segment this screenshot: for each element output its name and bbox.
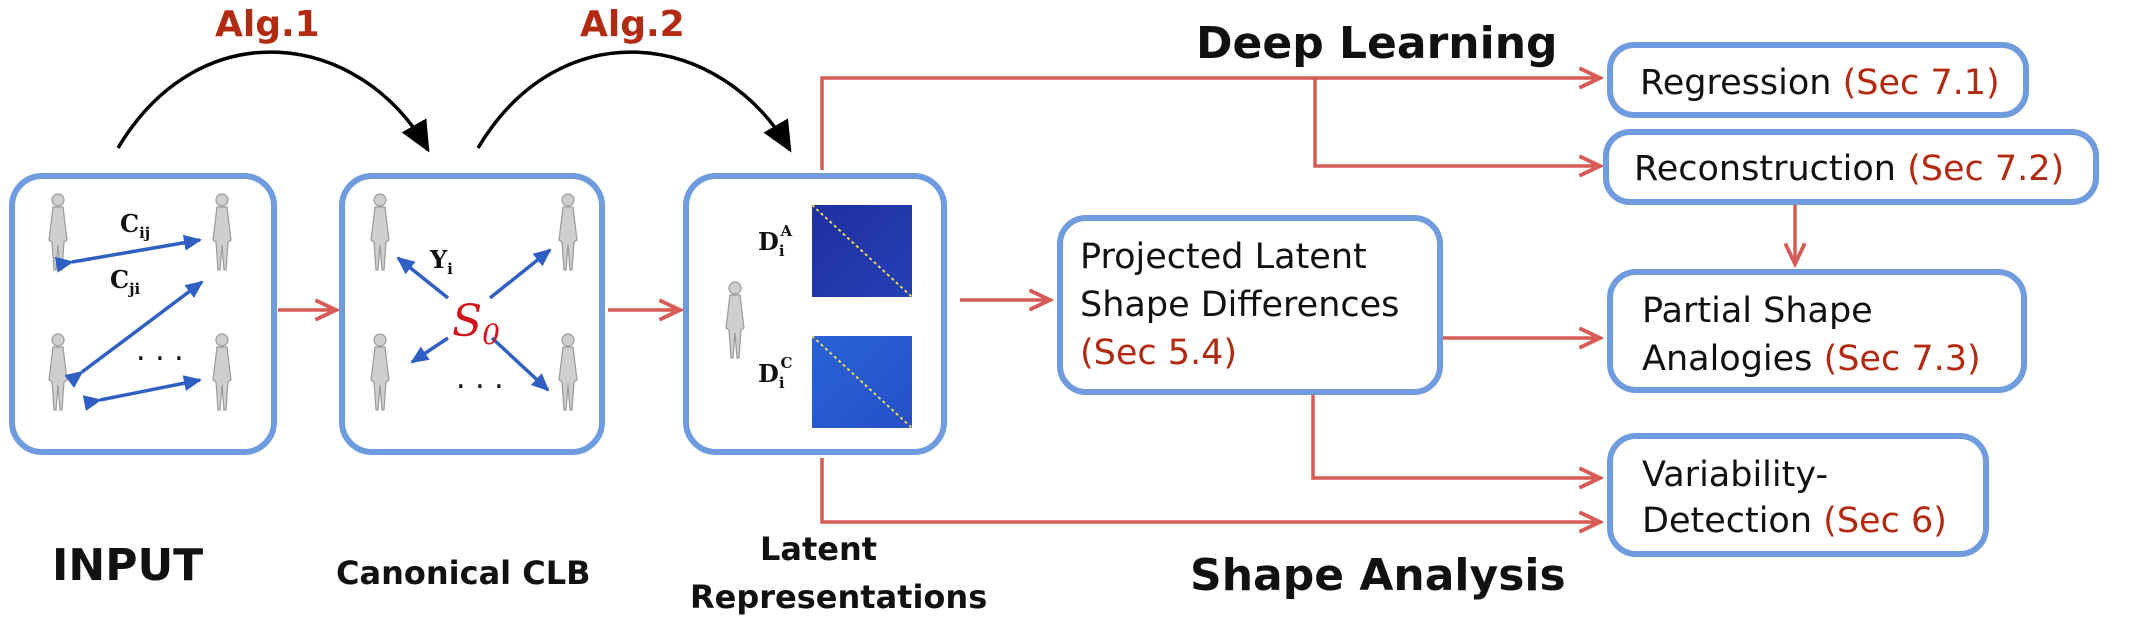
c-ij-arrow: [54, 234, 202, 273]
variability-line1: Variability-: [1642, 455, 1828, 495]
alg2-arc: [476, 50, 792, 153]
arrow-latent-to-regression: [820, 78, 1600, 170]
arrow-up-right: [488, 248, 552, 300]
canonical-caption: Canonical CLB: [336, 554, 591, 592]
projected-line1: Projected Latent: [1080, 237, 1367, 277]
c-ji-label: Cji: [110, 265, 141, 298]
input-ellipsis: . . .: [136, 333, 184, 368]
d-a-label: DiA: [758, 222, 793, 260]
variability-line2: Detection (Sec 6): [1642, 501, 1947, 541]
shape-analysis-heading: Shape Analysis: [1190, 550, 1566, 601]
reconstruction-text: Reconstruction (Sec 7.2): [1634, 149, 2064, 189]
y-i-label: Yi: [429, 245, 453, 278]
c-bottom-arrow: [82, 375, 202, 411]
latent-caption-line2: Representations: [690, 578, 987, 616]
y-arrow-up-left: [396, 256, 450, 300]
deep-learning-heading: Deep Learning: [1196, 18, 1558, 69]
d-c-label: DiC: [758, 354, 793, 392]
input-caption: INPUT: [52, 540, 203, 591]
s0-label: S0: [452, 296, 500, 351]
c-ij-label: Cij: [120, 209, 150, 242]
partial-line1: Partial Shape: [1642, 291, 1873, 331]
alg2-label: Alg.2: [580, 4, 685, 45]
reconstruction-node: [1603, 129, 2099, 205]
partial-node: [1607, 269, 2027, 393]
variability-node: [1607, 433, 1989, 557]
regression-node: [1607, 42, 2029, 118]
arrow-down-right: [490, 336, 550, 392]
alg1-label: Alg.1: [215, 4, 320, 45]
regression-text: Regression (Sec 7.1): [1640, 63, 2000, 103]
projected-node: [1057, 215, 1443, 395]
arrow-latent-to-variability: [820, 458, 1600, 522]
matrix-d-a-diagonal: [811, 204, 913, 298]
canonical-ellipsis: . . .: [456, 361, 504, 396]
arrow-projected-to-variability: [1311, 394, 1600, 478]
projected-line2: Shape Differences: [1080, 285, 1399, 325]
projected-ref: (Sec 5.4): [1080, 333, 1237, 373]
arrow-to-reconstruction: [1313, 78, 1600, 166]
arrow-down-left: [410, 336, 449, 364]
partial-line2: Analogies (Sec 7.3): [1642, 339, 1981, 379]
matrix-d-c-diagonal: [811, 335, 913, 429]
alg1-arc: [116, 50, 430, 153]
c-diag-arrow: [64, 280, 204, 388]
latent-caption-line1: Latent: [760, 530, 877, 568]
